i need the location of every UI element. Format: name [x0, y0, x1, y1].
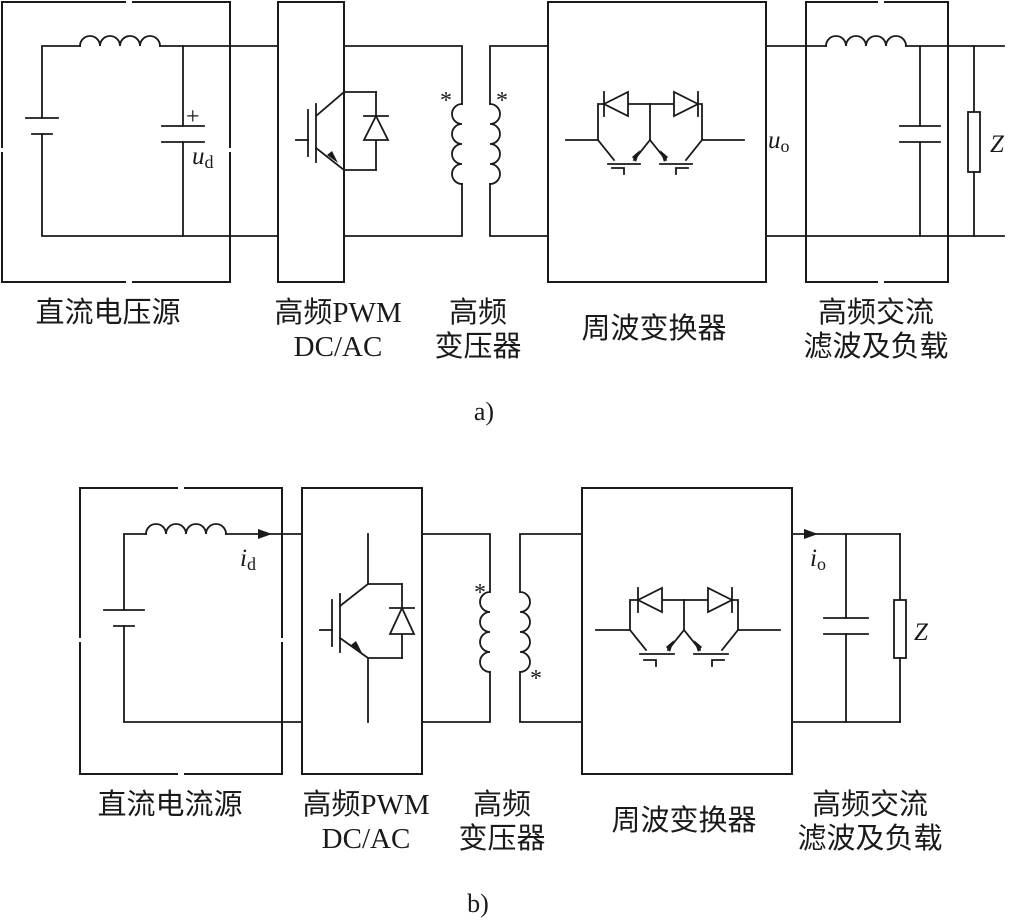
- dc-voltage-source-block: [1, 1, 231, 283]
- polarity-dot-left-a: *: [440, 88, 452, 114]
- bidirectional-switch-b: [595, 586, 781, 667]
- label-cycloconverter-b: 周波变换器: [611, 804, 756, 837]
- label-transformer-line1-a: 高频: [449, 296, 507, 329]
- transformer-b: [421, 533, 583, 723]
- label-pwm-line1-a: 高频PWM: [274, 296, 401, 329]
- bidirectional-switch-a: [565, 90, 745, 175]
- label-dc-current-source: 直流电流源: [97, 788, 242, 821]
- polarity-dot-right-a: *: [496, 88, 508, 114]
- label-filter-line2-a: 滤波及负载: [803, 330, 948, 363]
- diagram-b: id * *: [77, 485, 943, 918]
- transformer-a: [343, 45, 549, 237]
- cycloconverter-block-a: [547, 1, 767, 283]
- label-filter-line2-b: 滤波及负载: [797, 822, 942, 855]
- cycloconverter-block-b: [581, 487, 793, 775]
- output-voltage-label-uo: uo: [768, 127, 790, 156]
- current-label-id: id: [240, 545, 256, 574]
- frame-breaks-b: [77, 485, 285, 777]
- output-current-label-io: io: [810, 545, 826, 574]
- diagram-a: + ud * *: [0, 0, 1005, 426]
- label-pwm-line1-b: 高频PWM: [302, 788, 429, 821]
- label-cycloconverter-a: 周波变换器: [581, 312, 726, 345]
- igbt-with-diode-b: [319, 533, 416, 723]
- label-filter-line1-a: 高频交流: [818, 296, 934, 329]
- load-impedance-label-a: Z: [990, 131, 1005, 158]
- pwm-inverter-block-a: [277, 1, 345, 283]
- dc-current-source-block: [79, 487, 283, 775]
- label-dc-voltage-source: 直流电压源: [35, 296, 180, 329]
- caption-b: b): [467, 889, 489, 918]
- frame-breaks-a: [0, 0, 884, 285]
- filter-load-circuit-a: [765, 35, 1005, 237]
- pwm-inverter-block-b: [301, 487, 423, 775]
- label-pwm-line2-a: DC/AC: [294, 331, 383, 363]
- filter-load-circuit-b: [791, 529, 907, 723]
- polarity-dot-right-b: *: [530, 666, 542, 692]
- plus-sign: +: [186, 104, 200, 130]
- load-impedance-label-b: Z: [914, 619, 929, 646]
- label-pwm-line2-b: DC/AC: [322, 823, 411, 855]
- filter-load-block-a: [805, 1, 949, 283]
- caption-a: a): [474, 397, 494, 426]
- voltage-label-ud: ud: [192, 143, 214, 172]
- dc-voltage-source-circuit: [25, 35, 279, 237]
- label-filter-line1-b: 高频交流: [812, 788, 928, 821]
- igbt-with-diode-a: [295, 45, 390, 237]
- label-transformer-line2-b: 变压器: [458, 822, 545, 855]
- label-transformer-line2-a: 变压器: [434, 330, 521, 363]
- dc-current-source-circuit: [103, 523, 303, 723]
- polarity-dot-left-b: *: [474, 580, 486, 606]
- label-transformer-line1-b: 高频: [473, 788, 531, 821]
